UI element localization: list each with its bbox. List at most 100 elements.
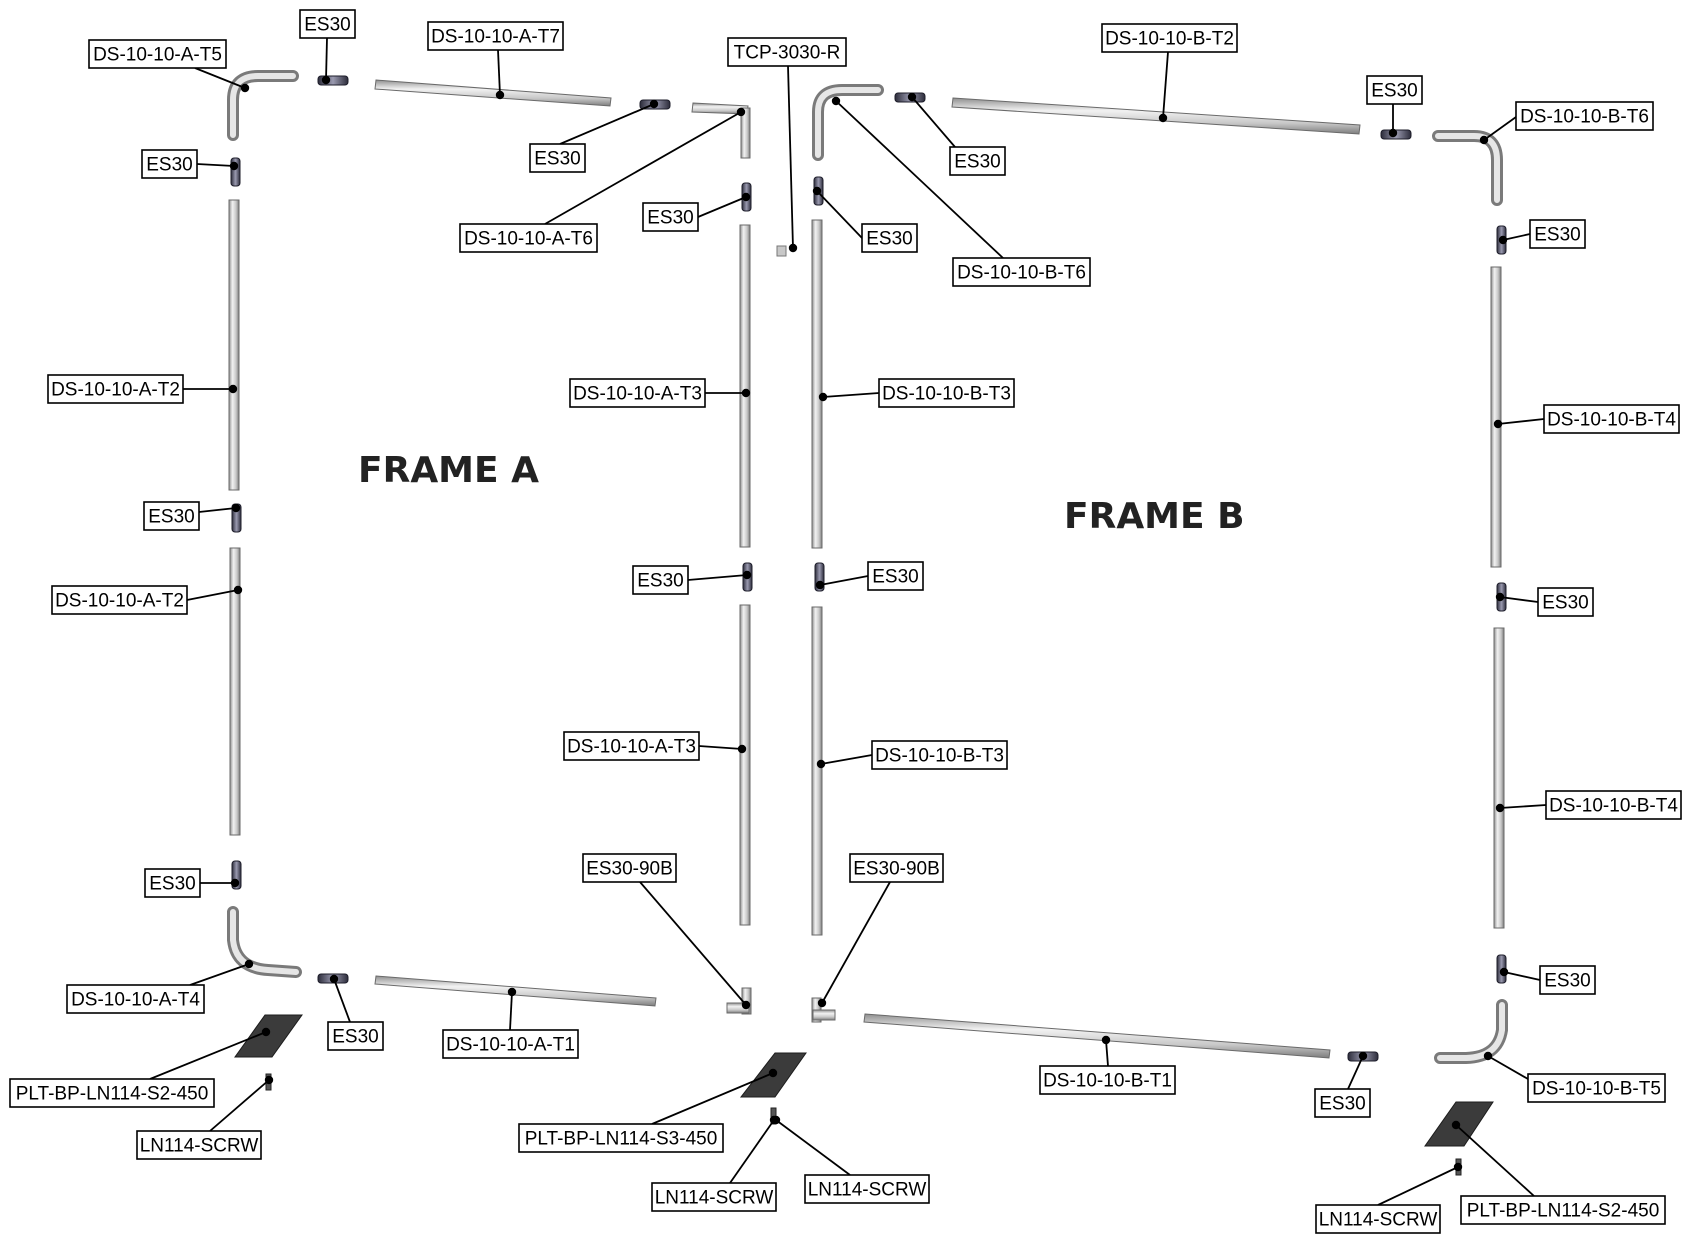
part-label: DS-10-10-A-T2 (55, 591, 184, 612)
leader-dot (1483, 1051, 1493, 1061)
leader-line (1105, 1039, 1109, 1067)
leader-line (1497, 418, 1545, 425)
leader-line (1455, 1124, 1535, 1197)
callout-a-t2-lower: DS-10-10-A-T2 (51, 585, 243, 615)
part-label: DS-10-10-A-T1 (446, 1035, 575, 1056)
callout-b-t3-upper: DS-10-10-B-T3 (818, 378, 1015, 408)
leader-dot (1495, 592, 1505, 602)
part-label: ES30 (304, 15, 350, 36)
label-box (1515, 101, 1654, 131)
leader-dot (1158, 113, 1168, 123)
label-box (632, 565, 689, 595)
part-label: ES30 (149, 874, 195, 895)
leader-line (544, 111, 742, 225)
leader-dot (741, 388, 751, 398)
leader-dot (321, 75, 331, 85)
leader-line (835, 100, 1004, 259)
part-label: ES30 (148, 507, 194, 528)
leader-line (775, 1119, 851, 1176)
part-label: ES30 (332, 1027, 378, 1048)
callout-screw-mid-b: LN114-SCRW (771, 1115, 930, 1204)
tube-b-t1 (863, 1013, 1331, 1059)
label-box (861, 223, 918, 253)
part-label: ES30 (637, 571, 683, 592)
part-label: DS-10-10-A-T3 (573, 384, 702, 405)
callout-es30-b-mid2: ES30 (815, 561, 924, 591)
leader-line (697, 196, 747, 218)
part-label: ES30 (1371, 81, 1417, 102)
leader-line (1503, 971, 1541, 981)
label-box (1315, 1204, 1441, 1234)
leader-dot (771, 1115, 781, 1125)
callout-es30-a-left1: ES30 (141, 149, 239, 179)
callout-a-t1: DS-10-10-A-T1 (442, 987, 579, 1059)
leader-dot (1451, 1120, 1461, 1130)
leader-dot (1479, 135, 1489, 145)
tube-a-center-lower (739, 604, 751, 926)
label-box (878, 378, 1015, 408)
leader-line (651, 1072, 774, 1125)
callout-screw-right: LN114-SCRW (1315, 1162, 1463, 1234)
label-box (1545, 790, 1682, 820)
leader-dot (1453, 1162, 1463, 1172)
part-label: DS-10-10-B-T4 (1547, 410, 1676, 431)
part-label: DS-10-10-A-T7 (431, 27, 560, 48)
leader-line (189, 963, 250, 986)
leader-line (333, 978, 351, 1023)
label-box (949, 146, 1006, 176)
label-box (642, 202, 699, 232)
leader-line (698, 745, 743, 750)
leader-dot (812, 186, 822, 196)
leader-line (821, 881, 891, 1004)
leader-line (509, 991, 513, 1031)
leader-dot (229, 161, 239, 171)
callout-es30-a-bottom: ES30 (327, 974, 384, 1051)
callout-es30-b-right3: ES30 (1499, 965, 1596, 995)
leader-line (820, 754, 873, 765)
leader-line (198, 507, 237, 513)
part-label: TCP-3030-R (734, 43, 841, 64)
part-label: DS-10-10-A-T6 (464, 229, 593, 250)
leader-dot (230, 878, 240, 888)
tube-a-t6-drop (740, 107, 751, 159)
label-box (518, 1123, 724, 1153)
leader-line (1162, 51, 1169, 119)
callout-a-t2-upper: DS-10-10-A-T2 (47, 374, 238, 404)
leader-dot (817, 998, 827, 1008)
part-label: DS-10-10-B-T5 (1532, 1079, 1661, 1100)
callout-a-t7: DS-10-10-A-T7 (427, 21, 564, 100)
part-label: ES30 (1534, 225, 1580, 246)
screws (265, 1073, 1462, 1176)
label-box (727, 37, 847, 67)
part-label: LN114-SCRW (1319, 1210, 1438, 1231)
leader-line (209, 1079, 270, 1132)
leader-dot (1498, 235, 1508, 245)
tube-b-center-lower (811, 606, 823, 936)
label-box (143, 501, 200, 531)
leader-dot (329, 974, 339, 984)
callout-tcp: TCP-3030-R (727, 37, 847, 253)
leader-line (822, 392, 880, 398)
leader-line (559, 103, 655, 145)
callout-es30-a-top2: ES30 (529, 99, 659, 173)
leader-dot (815, 580, 825, 590)
frame-a-title: FRAME A (358, 450, 539, 491)
part-label: DS-10-10-B-T6 (957, 263, 1086, 284)
label-box (1543, 404, 1680, 434)
label-box (1101, 23, 1238, 53)
label-box (529, 143, 586, 173)
leader-line (149, 1031, 267, 1080)
leader-line (1499, 804, 1547, 809)
callout-a-t4: DS-10-10-A-T4 (66, 959, 254, 1014)
label-box (459, 223, 598, 253)
leader-dot (742, 570, 752, 580)
callout-es30-a-mid2: ES30 (632, 565, 752, 595)
tube-b-t2 (951, 97, 1361, 135)
tube-b-right-upper (1490, 266, 1502, 568)
callout-a-t3-upper: DS-10-10-A-T3 (569, 378, 751, 408)
leader-dot (818, 392, 828, 402)
label-box (1529, 219, 1586, 249)
part-label: ES30 (1542, 593, 1588, 614)
leader-line (911, 96, 956, 148)
